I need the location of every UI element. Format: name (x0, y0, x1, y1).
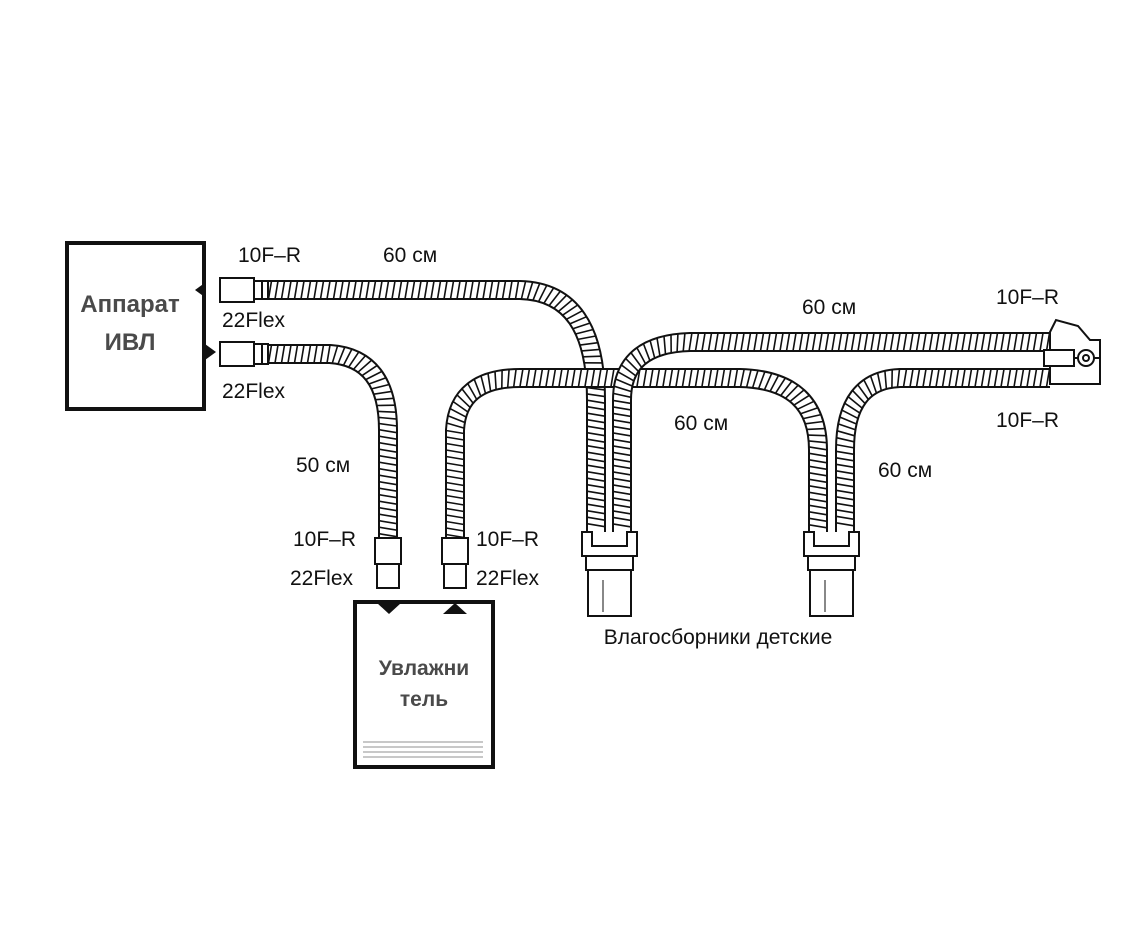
humidifier-inlet-arrow-icon (377, 603, 401, 614)
water-trap-left (581, 531, 638, 617)
label-lower-right-length: 60 см (878, 459, 932, 482)
label-right-10fr-top: 10F–R (996, 286, 1059, 309)
label-mid-length: 60 см (674, 412, 728, 435)
tube-upper-right-60cm (612, 332, 1051, 532)
humidifier-outlet-connector (441, 537, 469, 589)
humidifier-outlet-arrow-icon (443, 603, 467, 614)
label-vent-22flex-1: 22Flex (222, 309, 286, 332)
lower-ventilator-connector (219, 341, 269, 367)
ventilator-outlet-arrow-icon (195, 282, 206, 298)
label-upper-right-length: 60 см (802, 296, 856, 319)
humidifier-label-line1: Увлажни (379, 657, 469, 680)
label-vent-22flex-2: 22Flex (222, 380, 286, 403)
label-left-length: 50 см (296, 454, 350, 477)
ventilator-inlet-arrow-icon (205, 344, 216, 360)
y-piece-connector (1043, 318, 1101, 385)
tube-lower-right-60cm (835, 368, 1051, 532)
ventilator-label-line1: Аппарат (80, 291, 180, 318)
humidifier-inlet-connector (374, 537, 402, 589)
ventilator-box (65, 241, 206, 411)
humidifier-box (353, 600, 495, 769)
water-trap-right (803, 531, 860, 617)
label-top-length: 60 см (383, 244, 437, 267)
tube-left-50cm (267, 344, 398, 538)
label-water-traps: Влагосборники детские (604, 626, 833, 649)
humidifier-water-lines (363, 741, 483, 758)
humidifier-label-line2: тель (400, 688, 448, 711)
label-hum-out-22flex: 22Flex (476, 567, 540, 590)
label-top-10fr: 10F–R (238, 244, 301, 267)
label-right-10fr-bottom: 10F–R (996, 409, 1059, 432)
ventilator-label-line2: ИВЛ (105, 329, 156, 356)
label-hum-in-10fr: 10F–R (293, 528, 356, 551)
label-hum-out-10fr: 10F–R (476, 528, 539, 551)
tube-humidifier-outlet (445, 368, 828, 539)
label-hum-in-22flex: 22Flex (290, 567, 354, 590)
tube-top-60cm (267, 280, 606, 532)
top-ventilator-connector (219, 277, 269, 303)
